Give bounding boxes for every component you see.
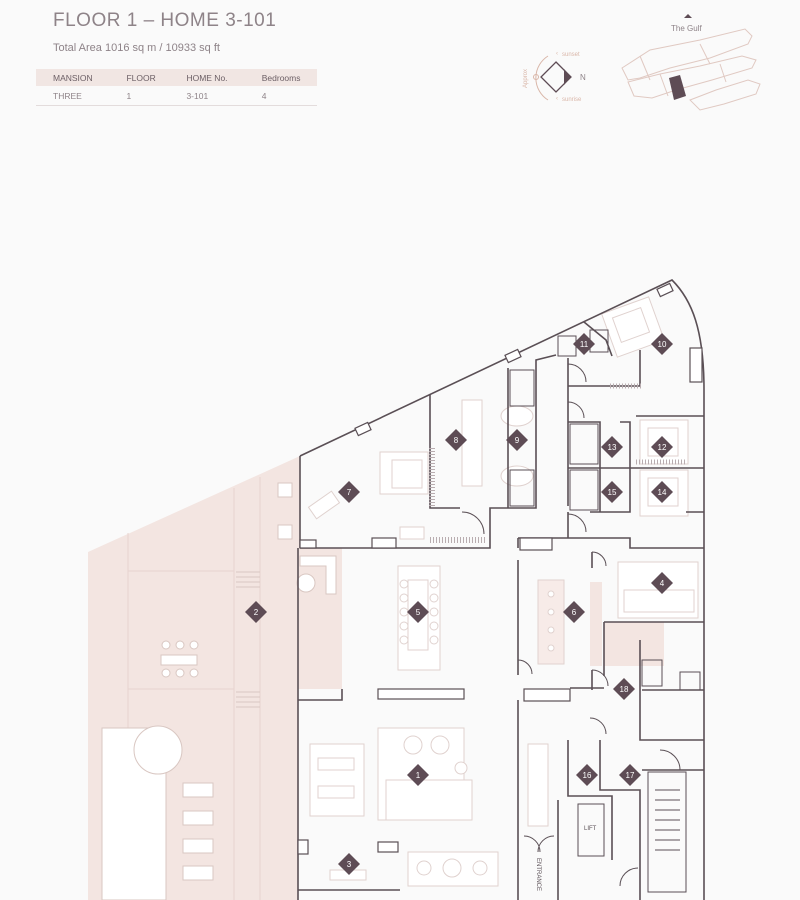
room-marker-5 [407, 601, 429, 623]
room-marker-9 [506, 429, 528, 451]
room-marker-14 [651, 481, 673, 503]
room-marker-label: 4 [660, 579, 665, 588]
room-marker-7 [338, 481, 360, 503]
cell-floor: 1 [109, 86, 170, 106]
table-row: THREE 1 3-101 4 [36, 86, 317, 106]
home-highlight [669, 75, 686, 100]
room-marker-15 [601, 481, 623, 503]
home-info-table: MANSION FLOOR HOME No. Bedrooms THREE 1 … [36, 69, 317, 106]
room-marker-6 [563, 601, 585, 623]
room-marker-label: 18 [620, 685, 629, 694]
room-marker-label: 7 [347, 488, 352, 497]
room-marker-label: 16 [583, 771, 592, 780]
cell-home-no: 3-101 [169, 86, 245, 106]
cell-mansion: THREE [36, 86, 110, 106]
key-plan: The Gulf [621, 14, 761, 111]
room-marker-4 [651, 572, 673, 594]
room-marker-label: 3 [347, 860, 352, 869]
room-marker-label: 9 [515, 436, 520, 445]
room-marker-17 [619, 764, 641, 786]
room-marker-13 [601, 436, 623, 458]
sunset-label: sunset [562, 52, 580, 58]
header-floor: FLOOR [109, 69, 170, 86]
side-label: Approx [523, 69, 529, 88]
terrace [88, 456, 342, 900]
lift-label: LIFT [584, 826, 597, 832]
room-marker-label: 12 [658, 443, 667, 452]
room-marker-label: 2 [254, 608, 259, 617]
lift-shaft [577, 803, 605, 857]
gulf-label: The Gulf [671, 24, 702, 33]
svg-text:‹: ‹ [556, 96, 558, 102]
room-marker-label: 6 [572, 608, 577, 617]
room-marker-12 [651, 436, 673, 458]
room-marker-3 [338, 853, 360, 875]
compass: N sunset ‹ sunrise ‹ Approx [523, 51, 586, 103]
room-marker-label: 5 [416, 608, 421, 617]
room-marker-label: 14 [658, 488, 667, 497]
header-home-no: HOME No. [169, 69, 245, 86]
north-label: N [580, 73, 586, 82]
room-marker-2 [245, 601, 267, 623]
room-marker-8 [445, 429, 467, 451]
room-marker-label: 1 [416, 771, 421, 780]
table-header-row: MANSION FLOOR HOME No. Bedrooms [36, 69, 317, 86]
room-marker-label: 8 [454, 436, 459, 445]
header-mansion: MANSION [36, 69, 110, 86]
room-marker-10 [651, 333, 673, 355]
room-marker-1 [407, 764, 429, 786]
room-marker-label: 15 [608, 488, 617, 497]
entrance-label: ENTRANCE [535, 858, 541, 891]
room-marker-label: 13 [608, 443, 617, 452]
room-marker-16 [576, 764, 598, 786]
room-marker-11 [573, 333, 595, 355]
room-marker-label: 17 [626, 771, 635, 780]
room-marker-label: 10 [658, 340, 667, 349]
sunrise-label: sunrise [562, 97, 582, 103]
svg-text:‹: ‹ [556, 51, 558, 57]
gulf-arrow-icon [684, 14, 692, 18]
room-marker-label: 11 [580, 340, 589, 349]
header-bedrooms: Bedrooms [244, 69, 317, 86]
page-title: FLOOR 1 – HOME 3-101 [53, 10, 277, 31]
jacuzzi [133, 725, 183, 775]
room-marker-18 [613, 678, 635, 700]
total-area: Total Area 1016 sq m / 10933 sq ft [53, 42, 220, 54]
cell-bedrooms: 4 [244, 86, 317, 106]
